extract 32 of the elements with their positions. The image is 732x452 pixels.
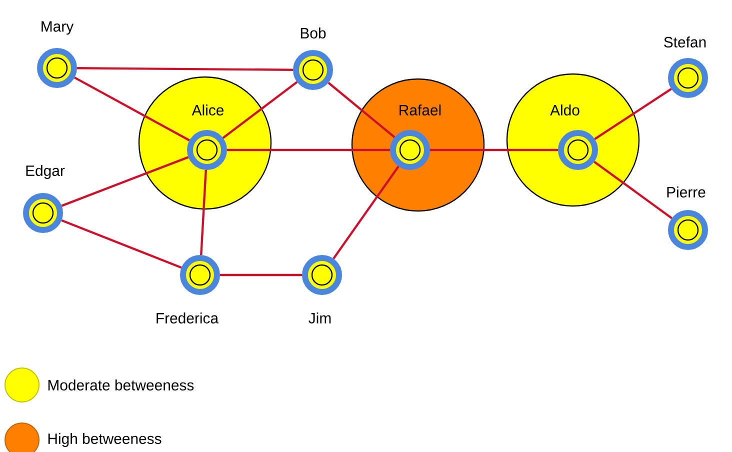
person-node: Frederica [156, 255, 220, 324]
connector-line [61, 219, 182, 269]
person-node: Mary [37, 21, 77, 88]
connector-line [332, 166, 400, 260]
person-node [187, 130, 227, 170]
legend-label: High betweeness [48, 433, 162, 447]
person-node: Pierre [667, 186, 708, 250]
person-node: Jim [302, 255, 342, 324]
connector-line [227, 148, 390, 152]
node-label: Mary [42, 21, 74, 35]
connector-line [74, 76, 190, 142]
connector-line [77, 67, 294, 71]
connector-line [200, 170, 207, 256]
person-node: Edgar [23, 165, 65, 233]
person-node: Stefan [664, 36, 708, 98]
node-label: Pierre [667, 186, 706, 198]
connector-line [61, 156, 189, 207]
connector-line [328, 82, 396, 138]
legend-label: Moderate betweeness [48, 380, 194, 390]
person-node [390, 130, 430, 170]
connector-line [594, 160, 672, 220]
node-label: Bob [300, 28, 326, 38]
connector-line [222, 81, 298, 139]
connector-line [220, 274, 302, 276]
node-label: Frederica [156, 312, 219, 324]
connector-line [430, 148, 558, 152]
connector-line [594, 88, 672, 140]
person-node [558, 130, 598, 170]
node-label: Edgar [26, 165, 65, 179]
person-node: Bob [293, 28, 333, 90]
node-label: Stefan [664, 36, 706, 48]
node-label: Jim [308, 312, 331, 324]
